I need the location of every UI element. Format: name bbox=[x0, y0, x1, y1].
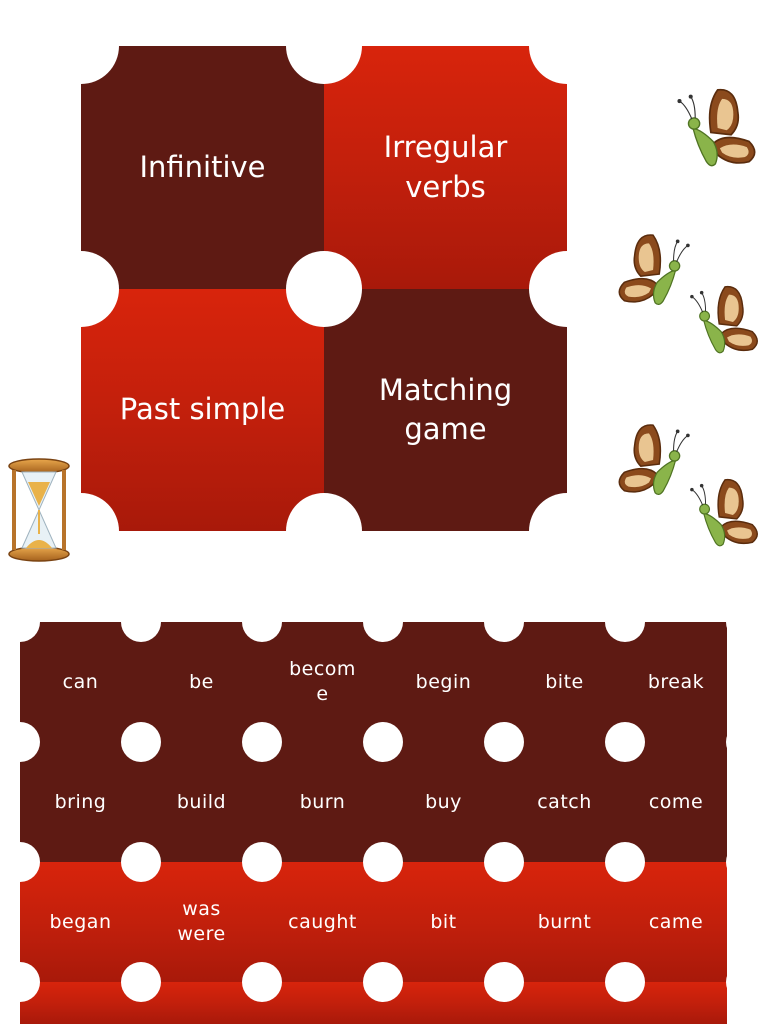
puzzle-notch bbox=[0, 602, 40, 642]
irregular-verbs-label: Irregular verbs bbox=[383, 130, 508, 204]
word-card[interactable] bbox=[20, 982, 141, 1024]
word-card-label: be bbox=[189, 670, 214, 693]
puzzle-notch bbox=[43, 251, 119, 327]
puzzle-notch bbox=[43, 8, 119, 84]
matching-game-label: Matching game bbox=[378, 372, 513, 446]
word-card[interactable]: come bbox=[625, 742, 727, 862]
word-card[interactable]: burn bbox=[262, 742, 383, 862]
puzzle-notch bbox=[121, 962, 161, 1002]
puzzle-notch bbox=[286, 251, 362, 327]
puzzle-notch bbox=[726, 962, 766, 1002]
word-card[interactable] bbox=[141, 982, 262, 1024]
puzzle-notch bbox=[0, 842, 40, 882]
puzzle-notch bbox=[726, 722, 766, 762]
word-card-label: come bbox=[648, 790, 704, 813]
puzzle-notch bbox=[484, 602, 524, 642]
word-card[interactable]: bring bbox=[20, 742, 141, 862]
word-card[interactable]: caught bbox=[262, 862, 383, 982]
word-card[interactable]: bite bbox=[504, 622, 625, 742]
butterfly-icon bbox=[676, 88, 756, 167]
puzzle-notch bbox=[529, 8, 605, 84]
puzzle-notch bbox=[0, 722, 40, 762]
puzzle-notch bbox=[286, 493, 362, 569]
word-card[interactable]: bit bbox=[383, 862, 504, 982]
word-card[interactable]: catch bbox=[504, 742, 625, 862]
puzzle-notch bbox=[0, 962, 40, 1002]
puzzle-notch bbox=[242, 602, 282, 642]
hourglass-icon[interactable] bbox=[8, 458, 70, 562]
word-card[interactable]: began bbox=[20, 862, 141, 982]
butterfly-icon bbox=[689, 285, 759, 354]
infinitive-label: Infinitive bbox=[139, 149, 266, 184]
word-card-label: came bbox=[648, 910, 704, 933]
word-card-label: begin bbox=[415, 670, 472, 693]
word-card[interactable]: burnt bbox=[504, 862, 625, 982]
puzzle-notch bbox=[242, 722, 282, 762]
puzzle-notch bbox=[242, 842, 282, 882]
puzzle-notch bbox=[726, 842, 766, 882]
past-simple-tile[interactable]: Past simple bbox=[81, 289, 324, 531]
puzzle-notch bbox=[363, 962, 403, 1002]
word-card-label: burn bbox=[299, 790, 346, 813]
word-card-label: break bbox=[647, 670, 705, 693]
puzzle-notch bbox=[529, 251, 605, 327]
word-card[interactable] bbox=[262, 982, 383, 1024]
puzzle-notch bbox=[242, 962, 282, 1002]
puzzle-notch bbox=[484, 962, 524, 1002]
puzzle-notch bbox=[605, 602, 645, 642]
butterfly-icon bbox=[618, 424, 691, 496]
word-card[interactable]: build bbox=[141, 742, 262, 862]
puzzle-notch bbox=[484, 842, 524, 882]
word-card[interactable]: can bbox=[20, 622, 141, 742]
butterfly-icon bbox=[618, 234, 691, 306]
irregular-verbs-tile[interactable]: Irregular verbs bbox=[324, 46, 567, 289]
word-card-label: bit bbox=[430, 910, 457, 933]
puzzle-notch bbox=[363, 602, 403, 642]
butterfly-icon bbox=[689, 478, 759, 547]
puzzle-notch bbox=[484, 722, 524, 762]
puzzle-notch bbox=[605, 842, 645, 882]
word-card[interactable] bbox=[383, 982, 504, 1024]
word-card[interactable]: buy bbox=[383, 742, 504, 862]
puzzle-notch bbox=[529, 493, 605, 569]
word-card[interactable]: came bbox=[625, 862, 727, 982]
word-card-label: bring bbox=[54, 790, 107, 813]
puzzle-notch bbox=[363, 722, 403, 762]
word-card[interactable]: be bbox=[141, 622, 262, 742]
word-card[interactable] bbox=[504, 982, 625, 1024]
word-card-label: build bbox=[176, 790, 227, 813]
puzzle-notch bbox=[121, 722, 161, 762]
puzzle-notch bbox=[605, 962, 645, 1002]
word-card-label: catch bbox=[537, 790, 592, 813]
infinitive-tile[interactable]: Infinitive bbox=[81, 46, 324, 289]
word-card[interactable]: was were bbox=[141, 862, 262, 982]
matching-game-tile[interactable]: Matching game bbox=[324, 289, 567, 531]
puzzle-notch bbox=[286, 8, 362, 84]
puzzle-notch bbox=[121, 602, 161, 642]
word-card-label: began bbox=[49, 910, 112, 933]
word-card-label: can bbox=[62, 670, 99, 693]
word-card[interactable]: becom e bbox=[262, 622, 383, 742]
word-card-label: becom e bbox=[289, 658, 356, 705]
word-card-label: was were bbox=[177, 898, 226, 945]
puzzle-notch bbox=[726, 602, 766, 642]
word-card[interactable]: break bbox=[625, 622, 727, 742]
word-card-label: caught bbox=[288, 910, 357, 933]
word-card-label: bite bbox=[545, 670, 584, 693]
word-card[interactable]: begin bbox=[383, 622, 504, 742]
puzzle-notch bbox=[363, 842, 403, 882]
puzzle-notch bbox=[605, 722, 645, 762]
word-card-label: burnt bbox=[537, 910, 592, 933]
word-card-label: buy bbox=[425, 790, 462, 813]
puzzle-notch bbox=[121, 842, 161, 882]
past-simple-label: Past simple bbox=[119, 392, 286, 427]
